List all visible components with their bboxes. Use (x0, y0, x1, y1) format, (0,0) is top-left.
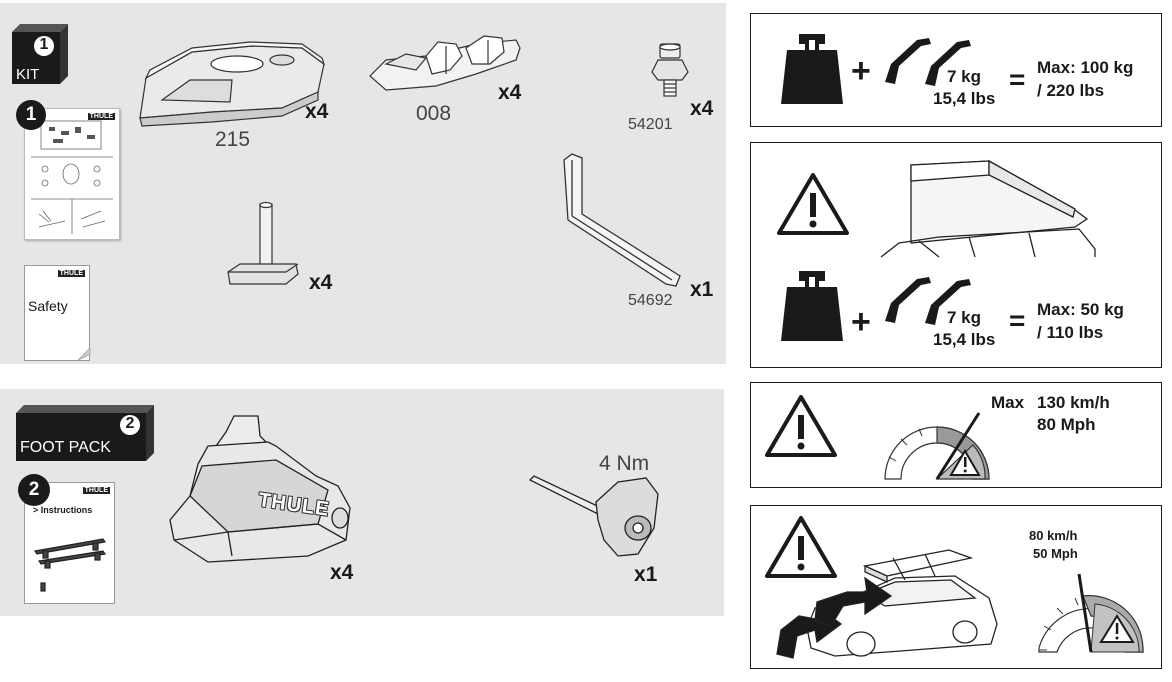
pop-top-load-panel: + 7 kg 15,4 lbs = Max: 50 kg / 110 lbs (750, 142, 1162, 368)
poptop-equals-sign: = (1009, 305, 1026, 336)
load-plus-sign: + (851, 52, 871, 90)
tool-torque-label: 4 Nm (599, 452, 650, 475)
part-215-code: 215 (215, 128, 251, 151)
poptop-plus-sign: + (851, 303, 871, 341)
poptop-bar-weight-lbs: 15,4 lbs (933, 330, 996, 349)
load-bar-weight-lbs: 15,4 lbs (933, 89, 996, 108)
pop-top-camper-icon (880, 159, 1096, 258)
torque-tool-icon (528, 475, 659, 557)
max-load-panel: + 7 kg 15,4 lbs = Max: 100 kg / 220 lbs (750, 13, 1162, 127)
adapter-008-icon (369, 35, 521, 91)
max-load-kg: Max: 100 kg (1037, 58, 1134, 77)
weight-icon-2 (781, 271, 843, 341)
load-speed-panel: 80 km/h 50 Mph (750, 505, 1162, 669)
part-008-qty: x4 (498, 81, 522, 104)
poptop-max-load-kg: Max: 50 kg (1037, 300, 1124, 319)
load-bar-weight: 7 kg (947, 67, 982, 86)
load-speed-kmh: 80 km/h (1029, 528, 1078, 543)
booklet-diagrams (31, 120, 113, 234)
part-215-qty: x4 (305, 100, 329, 123)
roof-bars-icon-2 (885, 277, 971, 325)
safety-brand: THULE (57, 270, 85, 277)
allen-key-qty: x1 (690, 278, 714, 301)
kit-badge-number: 1 (39, 36, 49, 53)
foot-booklet-number-circle (18, 474, 50, 506)
warning-triangle-icon-2 (765, 395, 837, 457)
part-008-code: 008 (416, 102, 452, 125)
foot-booklet-number: 2 (28, 479, 40, 500)
roof-rack-foot-icon (169, 415, 351, 563)
foot-booklet-brand: THULE (82, 487, 110, 494)
speedometer-icon (884, 412, 990, 480)
safety-leaflet: THULE Safety (24, 265, 90, 361)
load-equals-sign: = (1009, 64, 1026, 95)
warning-triangle-icon-3 (765, 516, 837, 578)
bolt-54201-icon (651, 43, 689, 97)
part-54201-qty: x4 (690, 97, 714, 120)
kit-badge-box (12, 24, 68, 84)
booklet-roof-bar-drawing (33, 538, 107, 592)
weight-icon (781, 34, 843, 104)
part-54201-code: 54201 (628, 116, 673, 133)
foot-booklet-title: > Instructions (33, 505, 93, 515)
speedometer-icon-2 (1038, 573, 1144, 653)
foot-qty: x4 (330, 561, 354, 584)
max-speed-panel: Max 130 km/h 80 Mph (750, 382, 1162, 488)
poptop-max-load-lbs: / 110 lbs (1037, 323, 1104, 342)
speed-max-mph: 80 Mph (1037, 415, 1096, 434)
foot-pack-badge-box (16, 405, 154, 461)
speed-max-label: Max (991, 393, 1025, 412)
max-load-lbs: / 220 lbs (1037, 81, 1105, 100)
foot-base-215-icon (139, 41, 326, 127)
kit-badge-label: KIT (16, 66, 40, 83)
t-bolt-icon (227, 201, 299, 285)
poptop-bar-weight: 7 kg (947, 308, 982, 327)
safety-label: Safety (28, 298, 68, 314)
safety-page-curl (77, 347, 91, 361)
roof-bars-icon (885, 38, 971, 86)
booklet-brand: THULE (87, 113, 115, 120)
kit-booklet-number: 1 (25, 104, 37, 125)
kit-instruction-booklet: THULE (24, 108, 120, 240)
kit-panel (0, 3, 726, 364)
t-bolt-qty: x4 (309, 271, 333, 294)
speed-max-kmh: 130 km/h (1037, 393, 1110, 412)
foot-pack-badge-number: 2 (125, 415, 135, 432)
allen-key-code: 54692 (628, 292, 673, 309)
foot-pack-badge-label: FOOT PACK (20, 439, 111, 456)
kit-booklet-number-circle (16, 100, 46, 130)
car-with-load-icon (776, 549, 998, 659)
allen-key-54692-icon (563, 153, 681, 287)
warning-triangle-icon (777, 173, 849, 235)
load-speed-mph: 50 Mph (1033, 546, 1078, 561)
tool-qty: x1 (634, 563, 658, 586)
